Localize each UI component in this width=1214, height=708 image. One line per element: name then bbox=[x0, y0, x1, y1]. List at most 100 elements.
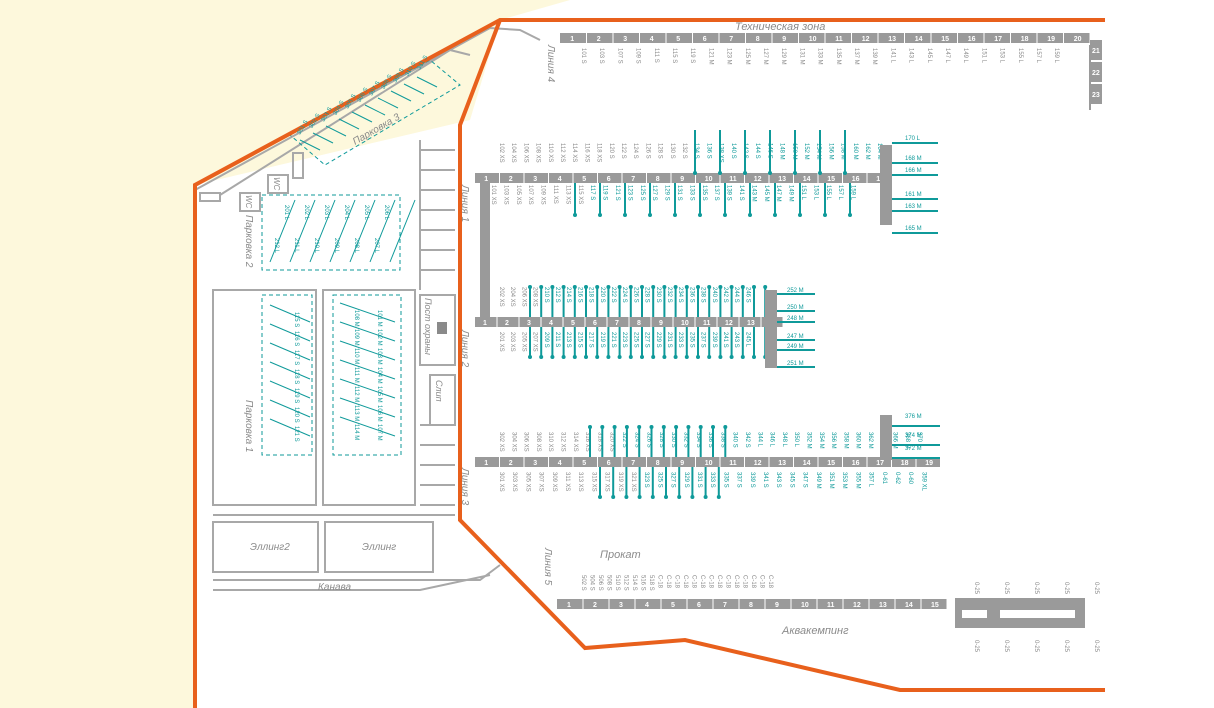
line2-bottom-berth: 229 S bbox=[655, 332, 661, 348]
line4-pier-number: 16 bbox=[968, 36, 976, 43]
line3-pier-number: 6 bbox=[607, 460, 611, 467]
line3-top-berth: 346 L bbox=[769, 432, 775, 448]
line5-top-berth: C-18 bbox=[725, 575, 731, 589]
parking2-spot: 205 L bbox=[363, 205, 369, 221]
line3-top-berth: 370 L bbox=[916, 432, 922, 448]
line4-berth: 147 L bbox=[944, 48, 950, 64]
line1-top-berth: 154 M bbox=[815, 143, 821, 160]
line3-pier-number: 2 bbox=[509, 460, 513, 467]
aquacamping-top-berth: 0-25 bbox=[1063, 582, 1069, 595]
line3-bottom-berth: 347 S bbox=[802, 472, 808, 488]
parking2-spot: 208 L bbox=[353, 238, 359, 254]
line2-top-finger-dot bbox=[584, 285, 588, 289]
line1-pier-walkway bbox=[475, 173, 892, 183]
line4-side-walkway bbox=[1090, 62, 1102, 82]
line1-bottom-berth: 101 XS bbox=[490, 185, 496, 205]
line4-berth: 123 M bbox=[726, 48, 732, 65]
line5-top-berth: 510 S bbox=[614, 575, 620, 591]
line1-finger-dot bbox=[848, 213, 852, 217]
line1-pier-number: 12 bbox=[754, 176, 762, 183]
parking1-hatch-line bbox=[269, 361, 311, 380]
parking2-label: Парковка 2 bbox=[243, 215, 254, 268]
line2-top-berth: 214 S bbox=[565, 287, 571, 303]
parking1-hatch-line bbox=[339, 321, 396, 342]
parking1-hatch-line bbox=[339, 302, 396, 323]
line1-bottom-berth: 131 S bbox=[676, 185, 682, 201]
parking1-hatch-line bbox=[269, 399, 311, 418]
line3-bottom-finger-dot bbox=[703, 495, 708, 499]
line3-top-berth: 360 M bbox=[855, 432, 861, 449]
line1-bottom-berth: 125 S bbox=[639, 185, 645, 201]
line1-bottom-berth: 159 L bbox=[850, 185, 856, 201]
line1-pier-number: 5 bbox=[582, 176, 586, 183]
line1-finger-dot bbox=[698, 213, 702, 217]
line1-bottom-berth: 115 XS bbox=[577, 185, 583, 204]
parking1-hatch-line bbox=[269, 304, 311, 323]
line1-connector bbox=[480, 175, 490, 325]
line5-pier-number: 11 bbox=[827, 602, 835, 609]
line3-pier-number: 19 bbox=[925, 460, 933, 467]
line1-top-berth: 128 S bbox=[657, 143, 663, 159]
line3-bottom-berth: 357 L bbox=[868, 472, 874, 488]
line4-pier-number: 14 bbox=[915, 36, 923, 43]
parking2-spot: 203 L bbox=[323, 205, 329, 221]
line3-top-berth: 358 M bbox=[842, 432, 848, 449]
line1-bottom-berth: 103 XS bbox=[502, 185, 508, 205]
line2-top-berth: 228 S bbox=[644, 287, 650, 303]
line3-bottom-berth: 0-60 bbox=[907, 472, 913, 485]
line2-top-finger-dot bbox=[718, 285, 723, 289]
line4-berth: 155 L bbox=[1017, 48, 1023, 64]
line2-pier-number: 2 bbox=[505, 320, 509, 327]
line5-top-berth: C-18 bbox=[699, 575, 705, 589]
parking3-hatch-line bbox=[299, 139, 321, 151]
line2-top-berth: 204 XS bbox=[509, 287, 515, 307]
line3-bottom-berth: 301 XS bbox=[498, 472, 504, 492]
line4-pier-number: 3 bbox=[623, 36, 627, 43]
line3-bottom-finger-dot bbox=[677, 495, 682, 499]
line1-top-finger-dot bbox=[693, 171, 697, 175]
line3-top-berth: 354 M bbox=[818, 432, 824, 449]
parking3-hatch-line bbox=[312, 132, 334, 144]
line5-top-berth: 508 S bbox=[606, 575, 612, 591]
line4-berth: 119 S bbox=[689, 48, 695, 63]
line2-top-berth: 232 S bbox=[666, 287, 672, 303]
line2-pier-number: 12 bbox=[725, 320, 733, 327]
line5-label: Линия 5 bbox=[542, 547, 553, 586]
parking1-hatch-line bbox=[269, 418, 311, 437]
line5-pier-number: 1 bbox=[567, 602, 571, 609]
line2-pier-number: 13 bbox=[747, 320, 755, 327]
line4-pier-number: 2 bbox=[597, 36, 601, 43]
line4-side-number: 23 bbox=[1092, 92, 1100, 99]
line4-side-number: 21 bbox=[1092, 48, 1100, 55]
line4-berth: 121 M bbox=[707, 48, 713, 65]
line5-top-berth: C-18 bbox=[691, 575, 697, 589]
line1-top-berth: 120 S bbox=[608, 143, 614, 159]
line3-top-berth: 352 M bbox=[806, 432, 812, 449]
line1-finger-dot bbox=[798, 213, 802, 217]
line5-top-berth: C-18 bbox=[750, 575, 756, 589]
line2-top-finger-dot bbox=[662, 285, 667, 289]
line1-pier-number: 10 bbox=[705, 176, 713, 183]
line1-top-berth: 130 S bbox=[669, 143, 675, 159]
line4-berth: 139 M bbox=[871, 48, 877, 65]
line2-top-finger-dot bbox=[763, 285, 768, 289]
line3-bottom-berth: 313 XS bbox=[577, 472, 583, 492]
line5-top-berth: C-18 bbox=[742, 575, 748, 589]
line3-top-berth: 332 S bbox=[683, 432, 689, 448]
line4-berth: 157 L bbox=[1035, 48, 1041, 64]
line3-bottom-berth: 359 XL bbox=[920, 472, 926, 492]
line5-top-berth: 516 S bbox=[640, 575, 646, 591]
line1-top-berth: 106 XS bbox=[522, 143, 528, 163]
line2-pier-number: 8 bbox=[637, 320, 641, 327]
line4-berth: 109 S bbox=[635, 48, 641, 64]
line2-pier-number: 3 bbox=[527, 320, 531, 327]
line3-top-berth: 308 XS bbox=[535, 432, 541, 452]
line3-pier-number: 9 bbox=[680, 460, 684, 467]
line5-pier-number: 8 bbox=[749, 602, 753, 609]
parking1-spot: 114 M bbox=[353, 424, 359, 440]
line3-bottom-berth: 341 S bbox=[762, 472, 768, 488]
line2-bottom-finger-dot bbox=[628, 355, 633, 359]
line4-pier-number: 8 bbox=[756, 36, 760, 43]
line3-bottom-berth: 333 S bbox=[709, 472, 715, 488]
line1-finger-dot bbox=[598, 213, 602, 217]
